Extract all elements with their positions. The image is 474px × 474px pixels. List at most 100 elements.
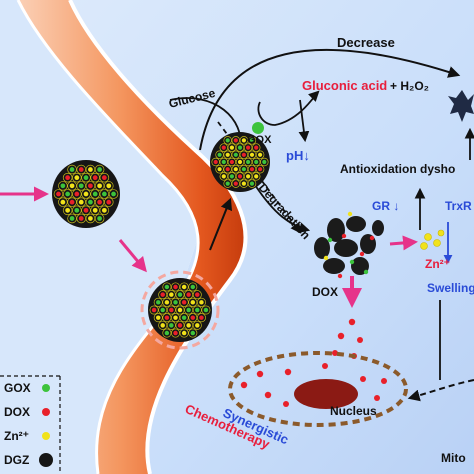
particle-cytosol-payload-dot <box>241 181 246 186</box>
particle-extracellular-payload-dot <box>101 207 107 213</box>
particle-cytosol-payload-dot <box>237 145 243 150</box>
particle-cytosol-payload-dot <box>233 167 238 172</box>
degraded-speck <box>341 233 347 239</box>
particle-cytosol-payload-dot <box>229 145 234 150</box>
particle-extracellular-payload-dot <box>97 167 102 172</box>
particle-cytosol-payload-dot <box>262 159 267 165</box>
particle-cytosol-payload-dot <box>229 159 234 165</box>
membrane-outer-edge <box>16 0 200 474</box>
particle-extracellular-payload-dot <box>69 167 75 172</box>
swelling-label: Swelling <box>427 281 474 295</box>
cell-membrane <box>18 0 246 474</box>
particle-endosome-payload-dot <box>199 315 204 320</box>
particle-cytosol-payload-dot <box>249 152 255 157</box>
particle-extracellular-payload-dot <box>69 183 75 189</box>
particle-endosome-payload-dot <box>173 284 178 290</box>
degraded-speck <box>323 255 329 261</box>
antioxidation-label: Antioxidation dysho <box>340 162 455 176</box>
particle-cytosol-lattice <box>247 179 257 188</box>
particle-cytosol-payload-dot <box>258 152 263 157</box>
particle-extracellular-payload-dot <box>88 199 93 205</box>
particle-degraded <box>314 211 384 279</box>
particle-cytosol-lattice <box>260 157 269 167</box>
particle-cytosol <box>210 132 270 192</box>
gluconic-acid-label: Gluconic acid <box>302 78 387 93</box>
release-zn-arrow <box>389 235 418 251</box>
particle-extracellular-payload-dot <box>74 191 80 197</box>
particle-endosome-payload-dot <box>164 330 170 336</box>
particle-extracellular <box>52 160 120 228</box>
degraded-speck <box>359 251 365 257</box>
particle-endosome-payload-dot <box>190 330 196 336</box>
particle-cytosol-payload-dot <box>237 174 243 179</box>
particle-extracellular-payload-dot <box>83 175 89 181</box>
particle-endosome-payload-dot <box>190 315 196 320</box>
particle-cytosol-lattice <box>255 164 265 174</box>
ph-label: pH↓ <box>286 148 310 163</box>
particle-cytosol-payload-dot <box>221 145 226 150</box>
particle-endosome-payload-dot <box>160 323 165 328</box>
trxr-label: TrxR <box>445 199 472 213</box>
particle-endosome-payload-dot <box>195 323 200 328</box>
particle-extracellular-payload-dot <box>101 191 107 197</box>
particle-endosome-payload-dot <box>173 300 178 305</box>
degraded-fragment <box>372 220 384 236</box>
particle-endosome-payload-dot <box>195 307 200 313</box>
particle-cytosol-payload-dot <box>241 152 246 157</box>
particle-endosome-payload-dot <box>177 307 183 313</box>
particle-cytosol-payload-dot <box>221 174 226 179</box>
legend: GOX DOX Zn²⁺ DGZ <box>0 375 61 474</box>
legend-swatch-2 <box>42 432 50 440</box>
h2o2-label: + H₂O₂ <box>390 79 429 93</box>
particle-extracellular-payload-dot <box>88 216 93 221</box>
particle-endosome-payload-dot <box>173 330 178 336</box>
particle-extracellular-payload-dot <box>106 199 112 205</box>
decrease-label: Decrease <box>337 35 395 50</box>
mito-dashed-arrow <box>407 379 474 402</box>
glucose-to-acid-arrow <box>257 90 320 126</box>
particle-endosome-payload-dot <box>156 315 161 320</box>
particle-endosome-payload-dot <box>160 292 165 297</box>
particle-endosome-payload-dot <box>177 292 183 297</box>
particle-extracellular-payload-dot <box>111 191 116 197</box>
particle-cytosol-payload-dot <box>249 138 255 143</box>
particle-extracellular-lattice <box>99 205 110 216</box>
degraded-speck <box>349 259 355 265</box>
particle-cytosol-payload-dot <box>225 138 230 143</box>
particle-endosome-payload-dot <box>195 292 200 297</box>
particle-extracellular-payload-dot <box>83 207 89 213</box>
particle-extracellular-payload-dot <box>74 207 80 213</box>
nanoparticles <box>39 132 384 467</box>
particle-cytosol-payload-dot <box>246 145 251 150</box>
particle-extracellular-payload-dot <box>60 183 66 189</box>
particle-endosome-payload-dot <box>173 315 178 320</box>
particle-cytosol-payload-dot <box>246 174 251 179</box>
legend-dgz: DGZ <box>4 453 29 467</box>
particle-cytosol-payload-dot <box>249 167 255 172</box>
particle-endosome-lattice <box>196 313 206 323</box>
particle-endosome-payload-dot <box>181 300 187 305</box>
particle-cytosol-payload-dot <box>254 174 259 179</box>
degraded-speck <box>327 237 333 243</box>
particle-extracellular-payload-dot <box>74 175 80 181</box>
particle-endosome-payload-dot <box>164 284 170 290</box>
particle-cytosol-payload-dot <box>233 181 238 186</box>
legend-swatch-0 <box>42 384 50 392</box>
particle-endosome-lattice <box>188 282 198 292</box>
particle-extracellular-payload-dot <box>60 199 66 205</box>
particle-extracellular-payload-dot <box>92 207 98 213</box>
particle-cytosol-payload-dot <box>225 167 230 172</box>
particle-extracellular-payload-dot <box>69 199 75 205</box>
particle-extracellular-lattice <box>94 213 105 224</box>
degraded-speck <box>363 269 369 275</box>
particle-cytosol-payload-dot <box>221 159 226 165</box>
membrane-inner-edge <box>68 0 248 474</box>
particle-endosome-payload-dot <box>177 323 183 328</box>
particle-endosome-payload-dot <box>199 300 204 305</box>
particle-endosome-payload-dot <box>156 300 161 305</box>
particle-cytosol-lattice <box>255 150 265 160</box>
degraded-speck <box>337 273 343 279</box>
particle-cytosol-payload-dot <box>258 167 263 172</box>
particle-endosome-lattice <box>188 328 198 338</box>
